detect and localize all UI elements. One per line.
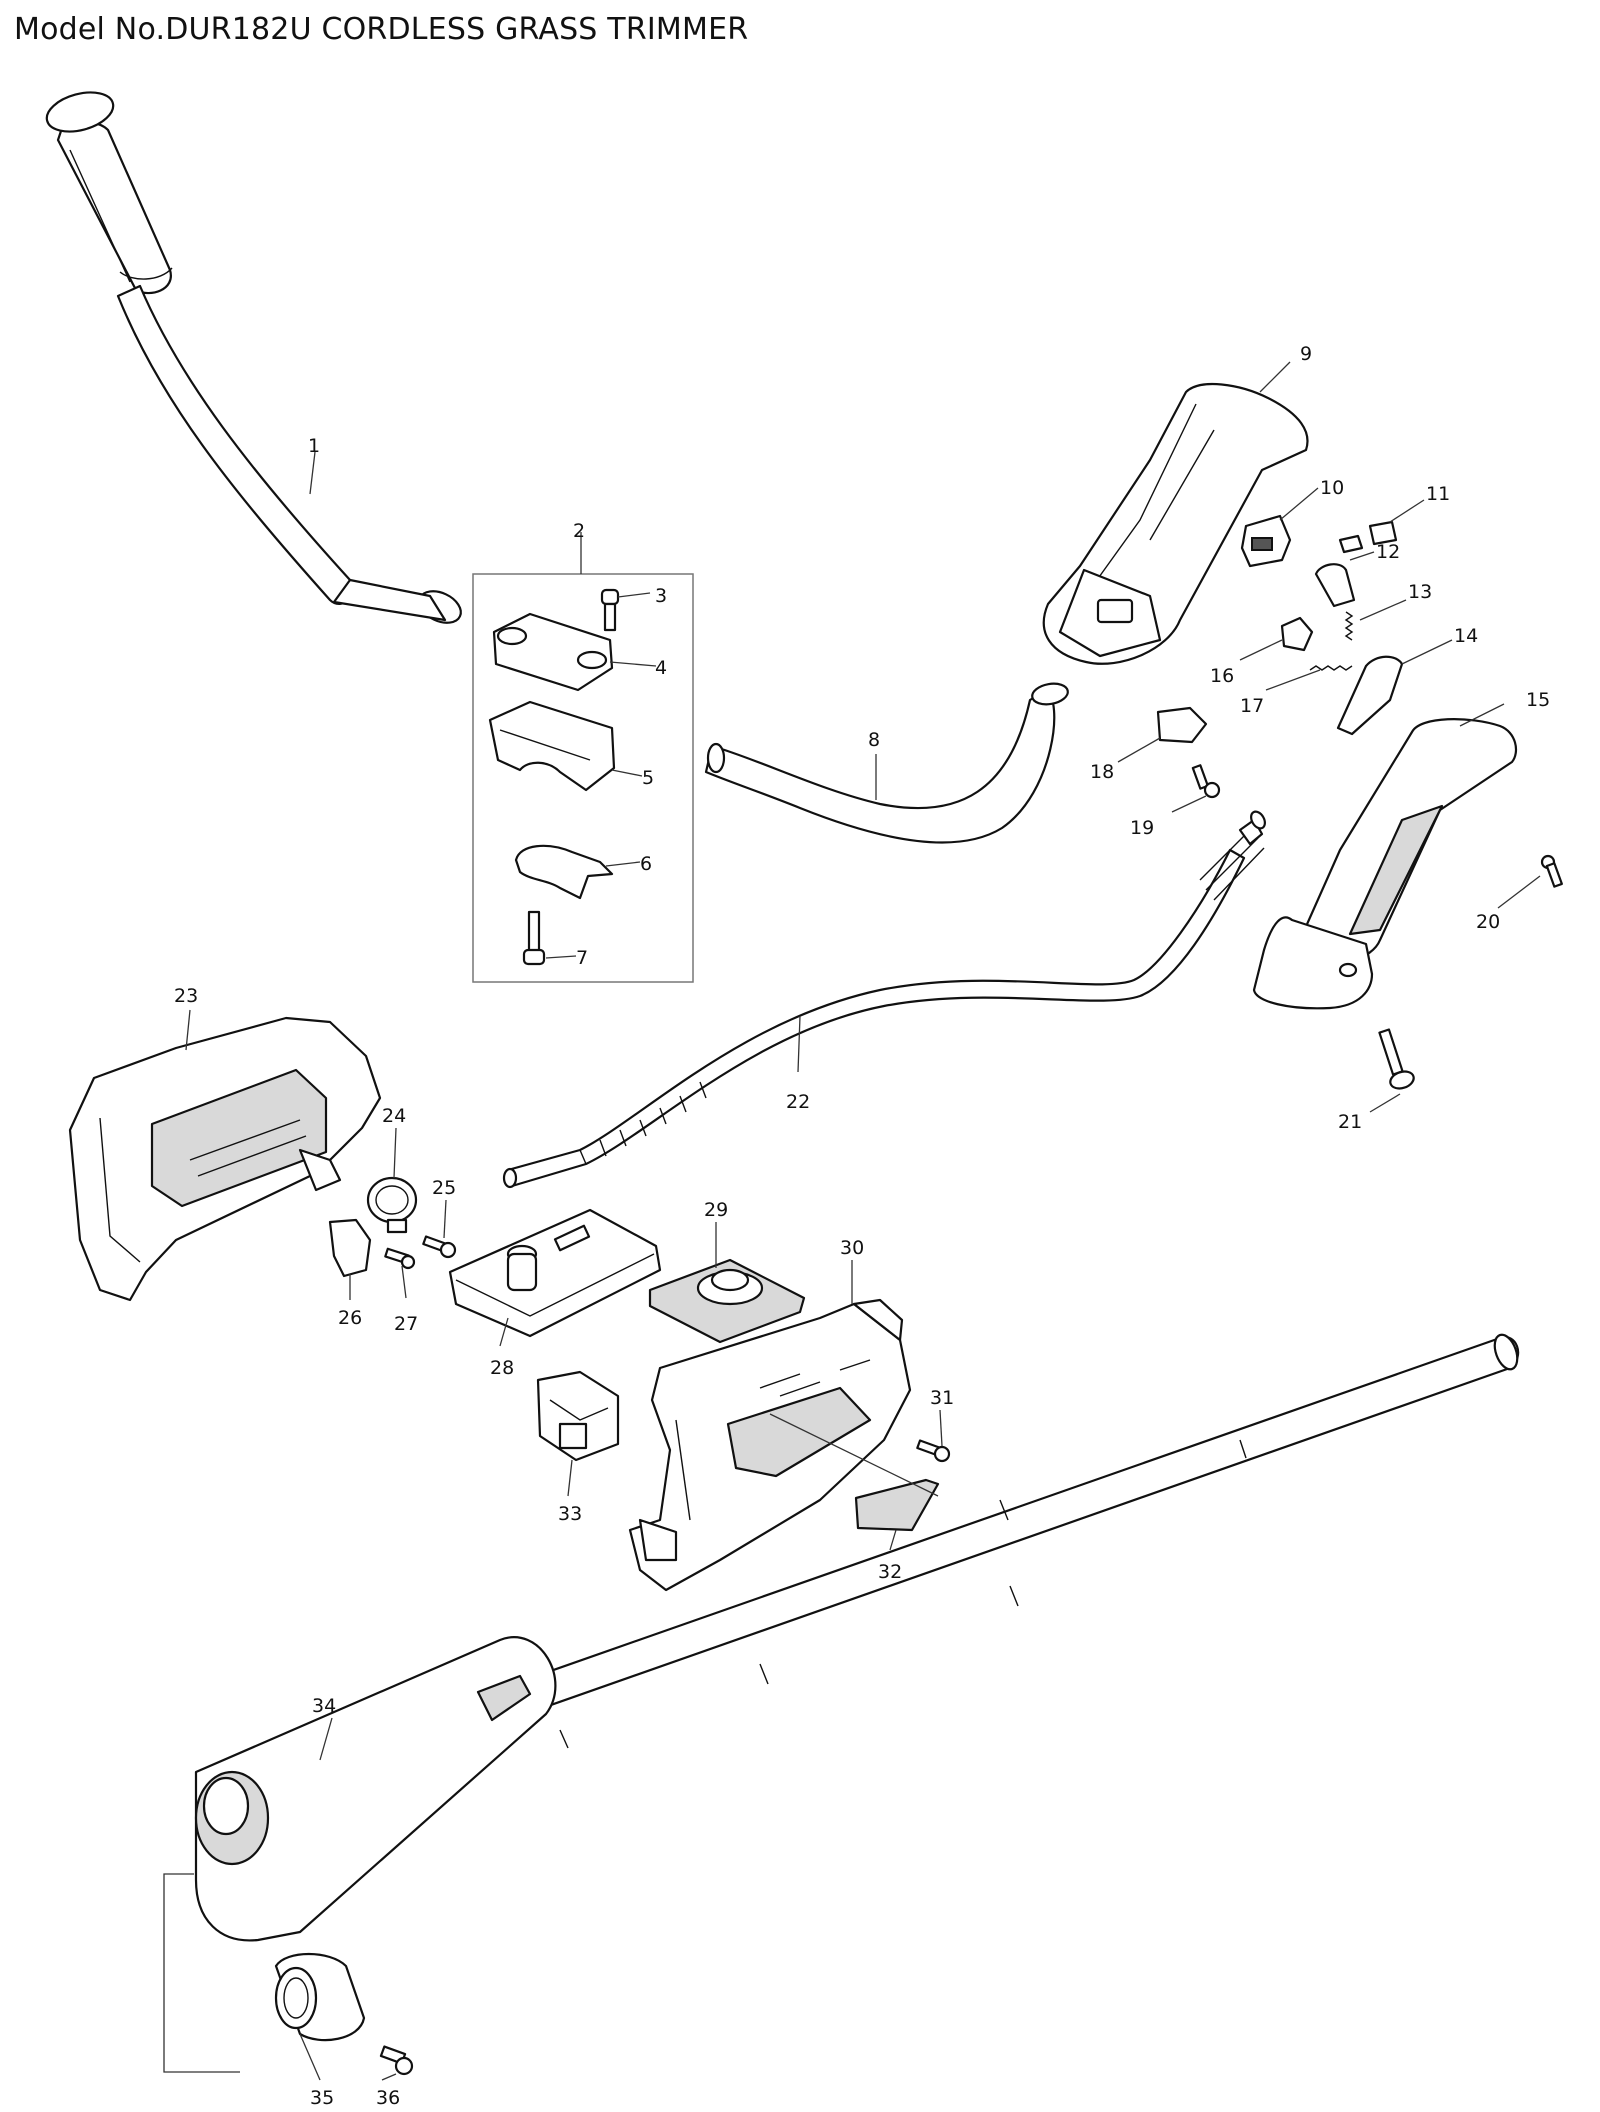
callout-labels: 1 2 3 4 5 6 7 8 9 10 11 12 13 14 15 16 1… xyxy=(174,343,1550,2109)
callout-8: 8 xyxy=(868,729,880,751)
callout-26: 26 xyxy=(338,1307,362,1329)
part-13-spring xyxy=(1344,611,1354,641)
part-28-controller xyxy=(448,1208,662,1338)
part-1-loop-handle xyxy=(45,91,462,624)
part-31-screw xyxy=(916,1439,951,1463)
callout-35: 35 xyxy=(310,2087,334,2109)
main-shaft-tube xyxy=(383,1333,1520,1765)
part-24-band-clamp xyxy=(366,1176,418,1234)
part-33-battery-terminal xyxy=(536,1370,620,1462)
callout-2: 2 xyxy=(573,520,585,542)
callout-20: 20 xyxy=(1476,911,1500,933)
part-21-screw xyxy=(1378,1028,1415,1090)
leader-lines xyxy=(185,361,1541,2081)
part-27-screw xyxy=(384,1247,416,1270)
part-17-spring xyxy=(1309,665,1353,671)
callout-32: 32 xyxy=(878,1561,902,1583)
part-20-screw xyxy=(1540,854,1563,888)
callout-25: 25 xyxy=(432,1177,456,1199)
callout-14: 14 xyxy=(1454,625,1478,647)
callout-21: 21 xyxy=(1338,1111,1362,1133)
part-35-grip-clamp xyxy=(274,1952,366,2042)
part-11-button xyxy=(1368,520,1398,546)
callout-34: 34 xyxy=(312,1695,336,1717)
callout-27: 27 xyxy=(394,1313,418,1335)
callout-30: 30 xyxy=(840,1237,864,1259)
part-30-housing-right xyxy=(628,1298,912,1592)
part-7-screw xyxy=(522,910,546,966)
part-8-bent-bar xyxy=(704,682,1069,844)
part-19-screw xyxy=(1191,764,1221,799)
callout-5: 5 xyxy=(642,767,654,789)
callout-36: 36 xyxy=(376,2087,400,2109)
callout-15: 15 xyxy=(1526,689,1550,711)
part-2-clamp-kit-box xyxy=(472,573,694,983)
callout-12: 12 xyxy=(1376,541,1400,563)
callout-3: 3 xyxy=(655,585,667,607)
part-5-clamp-body xyxy=(488,700,616,792)
part-36-screw xyxy=(379,2045,414,2076)
callout-22: 22 xyxy=(786,1091,810,1113)
callout-9: 9 xyxy=(1300,343,1312,365)
callout-18: 18 xyxy=(1090,761,1114,783)
callout-16: 16 xyxy=(1210,665,1234,687)
diagram-title: Model No.DUR182U CORDLESS GRASS TRIMMER xyxy=(14,12,749,47)
part-4-clamp-top xyxy=(492,612,614,692)
callout-24: 24 xyxy=(382,1105,406,1127)
callout-13: 13 xyxy=(1408,581,1432,603)
part-25-screw xyxy=(422,1235,457,1259)
callout-6: 6 xyxy=(640,853,652,875)
callout-7: 7 xyxy=(576,947,588,969)
part-14-trigger xyxy=(1336,655,1404,736)
part-22-drive-shaft xyxy=(502,810,1266,1189)
part-16-micro-switch xyxy=(1280,616,1314,652)
part-6-clamp-lower xyxy=(514,844,614,900)
callout-17: 17 xyxy=(1240,695,1264,717)
callout-10: 10 xyxy=(1320,477,1344,499)
callout-33: 33 xyxy=(558,1503,582,1525)
part-12-lever xyxy=(1314,534,1364,608)
part-23-housing-left xyxy=(68,1016,382,1302)
part-15-rear-handle xyxy=(1252,718,1518,1010)
part-34-35-bracket xyxy=(163,1873,240,2073)
part-26-clip xyxy=(328,1218,372,1278)
part-32-label xyxy=(854,1478,940,1532)
part-29-switch-plate xyxy=(648,1258,806,1344)
callout-4: 4 xyxy=(655,657,667,679)
callout-28: 28 xyxy=(490,1357,514,1379)
callout-29: 29 xyxy=(704,1199,728,1221)
part-10-switch xyxy=(1240,514,1292,568)
part-9-handle-housing xyxy=(1042,382,1309,665)
part-34-front-grip xyxy=(194,1636,557,1942)
part-3-screw xyxy=(600,588,620,632)
callout-11: 11 xyxy=(1426,483,1450,505)
callout-31: 31 xyxy=(930,1387,954,1409)
callout-23: 23 xyxy=(174,985,198,1007)
callout-1: 1 xyxy=(308,435,320,457)
part-18-lock-lever xyxy=(1156,706,1208,744)
callout-19: 19 xyxy=(1130,817,1154,839)
